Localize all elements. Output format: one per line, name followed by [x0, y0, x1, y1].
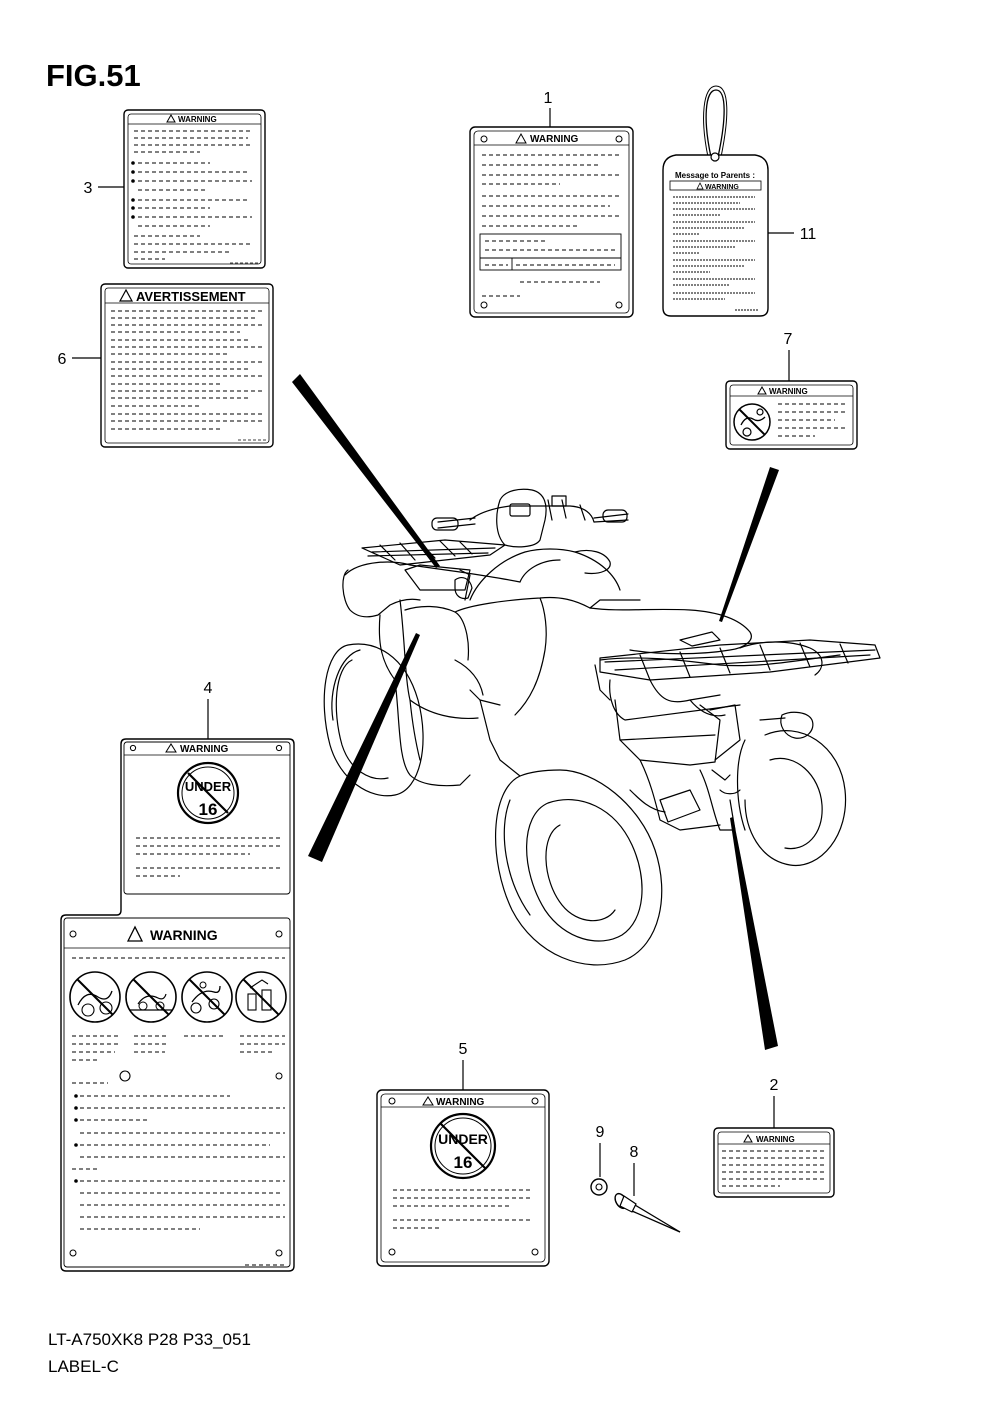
label-11-subheading: WARNING	[705, 184, 739, 191]
no-alcohol-drugs-icon	[235, 971, 287, 1023]
label-7-warning-sticker: WARNING	[725, 380, 858, 450]
label-6-heading: AVERTISSEMENT	[136, 289, 246, 304]
svg-text:2: 2	[770, 1077, 779, 1094]
warning-triangle-icon	[743, 1133, 753, 1143]
callout-4: 4	[204, 680, 213, 739]
label-6-avertissement-sticker: AVERTISSEMENT	[100, 283, 274, 448]
location-pointer-lines	[292, 374, 779, 1050]
model-code: LT-A750XK8 P28 P33_051	[48, 1330, 251, 1349]
age-text: 16	[454, 1153, 473, 1172]
label-5-warning-sticker: WARNING UNDER 16	[376, 1089, 550, 1267]
no-reckless-riding-icon	[181, 971, 233, 1023]
callout-5: 5	[459, 1041, 468, 1090]
warning-triangle-icon	[165, 743, 177, 753]
svg-text:11: 11	[800, 226, 817, 243]
callout-8: 8	[630, 1144, 639, 1196]
label-4-heading: WARNING	[180, 744, 229, 755]
age-text: 16	[199, 800, 218, 819]
warning-triangle-icon	[118, 288, 134, 302]
label-1-heading: WARNING	[530, 134, 579, 145]
warning-triangle-icon	[696, 182, 704, 190]
label-1-warning-sticker: WARNING	[469, 126, 634, 318]
label-3-heading: WARNING	[178, 115, 217, 124]
label-3-warning-sticker: WARNING	[123, 109, 266, 269]
warning-triangle-icon	[422, 1096, 434, 1106]
warning-triangle-icon	[515, 132, 527, 144]
callout-11: 11	[764, 226, 816, 243]
callout-9: 9	[596, 1124, 605, 1177]
no-passenger-icon	[733, 403, 771, 441]
svg-text:1: 1	[544, 90, 553, 107]
svg-text:6: 6	[58, 351, 67, 368]
callout-6: 6	[58, 351, 101, 368]
warning-triangle-icon	[166, 113, 176, 123]
no-passenger-icon	[69, 971, 121, 1023]
callout-7: 7	[784, 331, 793, 381]
svg-text:4: 4	[204, 680, 213, 697]
label-4-lower-heading: WARNING	[150, 927, 218, 943]
warning-triangle-icon	[126, 925, 144, 942]
figure-title: FIG.51	[46, 58, 141, 93]
warning-triangle-icon	[757, 385, 767, 395]
svg-text:9: 9	[596, 1124, 605, 1141]
svg-text:7: 7	[784, 331, 793, 348]
callout-2: 2	[770, 1077, 779, 1128]
svg-text:3: 3	[84, 180, 93, 197]
label-11-hang-tag: Message to Parents : WARNING	[662, 85, 769, 317]
under-16-icon: UNDER 16	[429, 1112, 497, 1180]
atv-illustration	[323, 488, 881, 966]
label-2-warning-sticker: WARNING	[713, 1127, 835, 1198]
svg-text:5: 5	[459, 1041, 468, 1058]
under-16-icon: UNDER 16	[176, 761, 240, 825]
section-name: LABEL-C	[48, 1357, 119, 1376]
label-5-heading: WARNING	[436, 1097, 485, 1108]
label-11-heading: Message to Parents :	[675, 171, 755, 180]
no-road-riding-icon	[125, 971, 177, 1023]
label-7-heading: WARNING	[769, 387, 808, 396]
callout-1: 1	[544, 90, 553, 127]
svg-text:8: 8	[630, 1144, 639, 1161]
part-8-rivet	[614, 1192, 681, 1233]
label-2-heading: WARNING	[756, 1135, 795, 1144]
label-4-warning-sticker: WARNING UNDER 16 WARNING	[60, 738, 295, 1272]
callout-3: 3	[84, 180, 124, 197]
part-9-washer	[590, 1178, 608, 1196]
